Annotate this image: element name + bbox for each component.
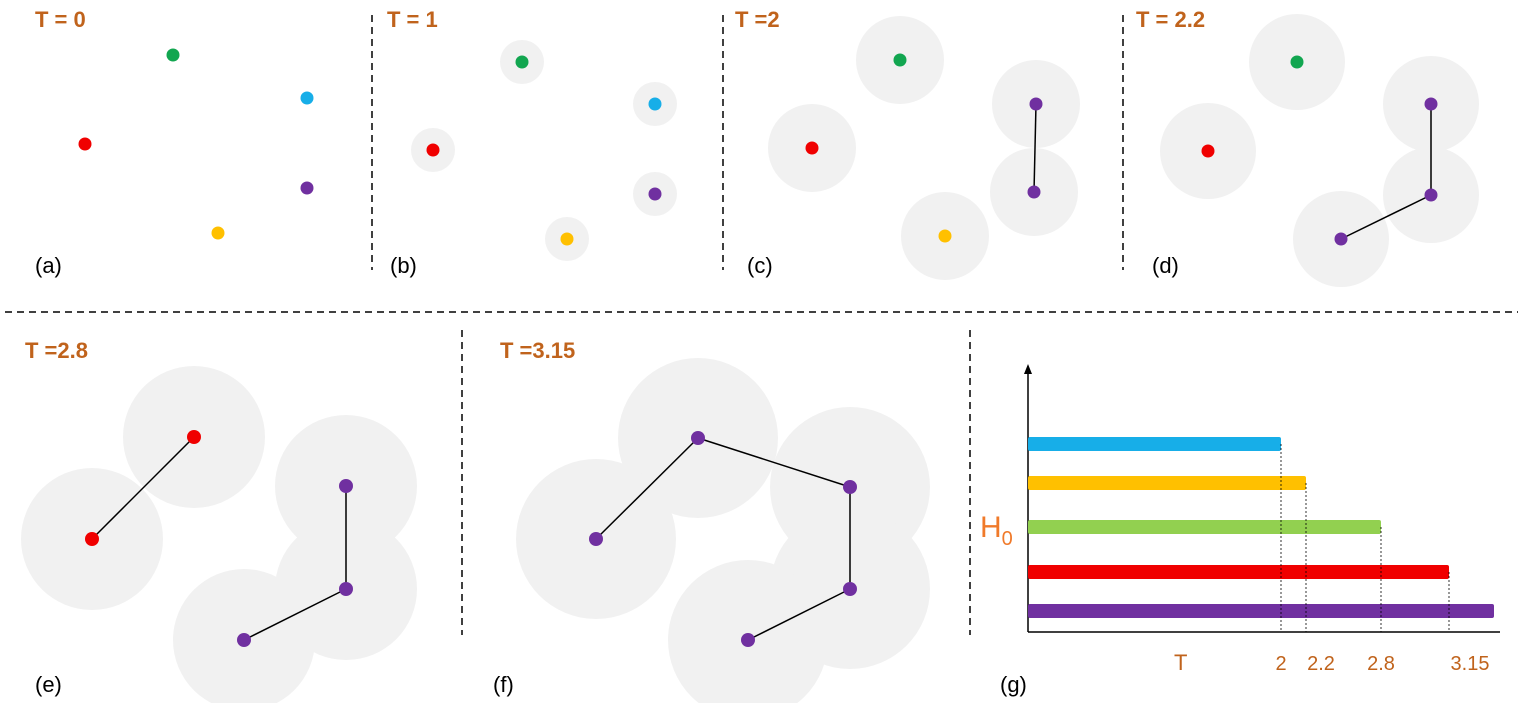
panel-label: (a) [35,253,62,278]
bar-green [1028,520,1381,534]
panel-e: T =2.8 (e) [21,338,417,703]
panel-label: (b) [390,253,417,278]
point-purple [1424,97,1438,111]
bar-blue [1028,437,1281,451]
point-purple [1424,188,1438,202]
point-green [166,48,180,62]
point-green [1290,55,1304,69]
point-purple [1029,97,1043,111]
point-purple [648,187,662,201]
y-axis-label: H0 [980,511,1013,550]
point-purple [339,582,353,596]
point-red [426,143,440,157]
point-green [893,53,907,67]
point-green [515,55,529,69]
tick-label: 3.15 [1451,653,1490,675]
point-blue [648,97,662,111]
point-purple [1334,232,1348,246]
point-purple [589,532,603,546]
point-purple [843,480,857,494]
panel-f: T =3.15 (f) [493,338,930,703]
point-yellow [938,229,952,243]
y-axis-arrow-icon [1024,364,1032,374]
point-red [805,141,819,155]
panel-title: T = 0 [35,7,86,32]
panel-label: (d) [1152,253,1179,278]
tick-label: 2.8 [1367,653,1395,675]
point-purple [741,633,755,647]
tick-label: 2 [1275,653,1286,675]
panel-d: T = 2.2 (d) [1136,7,1479,287]
point-purple [237,633,251,647]
panel-label: (g) [1000,672,1027,697]
point-red [1201,144,1215,158]
point-blue [300,91,314,105]
panel-b: T = 1 (b) [387,7,677,278]
point-red [85,532,99,546]
panel-title: T =2 [735,7,780,32]
x-axis-label: T [1174,650,1187,675]
point-purple [300,181,314,195]
dividers [5,15,1518,635]
panel-a: T = 0 (a) [35,7,314,278]
panel-title: T = 1 [387,7,438,32]
tick-label: 2.2 [1307,653,1335,675]
bar-red [1028,565,1449,579]
panel-c: T =2 (c) [735,7,1080,280]
panel-label: (c) [747,253,773,278]
point-purple [1027,185,1041,199]
point-red [78,137,92,151]
bar-purple [1028,604,1494,618]
point-purple [339,479,353,493]
point-red [187,430,201,444]
panel-label: (f) [493,672,514,697]
point-purple [691,431,705,445]
bar-yellow [1028,476,1306,490]
point-yellow [560,232,574,246]
point-yellow [211,226,225,240]
panel-title: T =2.8 [25,338,88,363]
panel-title: T = 2.2 [1136,7,1205,32]
panel-g-barcode: (g) H0 T 2 2.2 2.8 3.15 [980,364,1500,697]
panel-title: T =3.15 [500,338,575,363]
point-purple [843,582,857,596]
panel-label: (e) [35,672,62,697]
